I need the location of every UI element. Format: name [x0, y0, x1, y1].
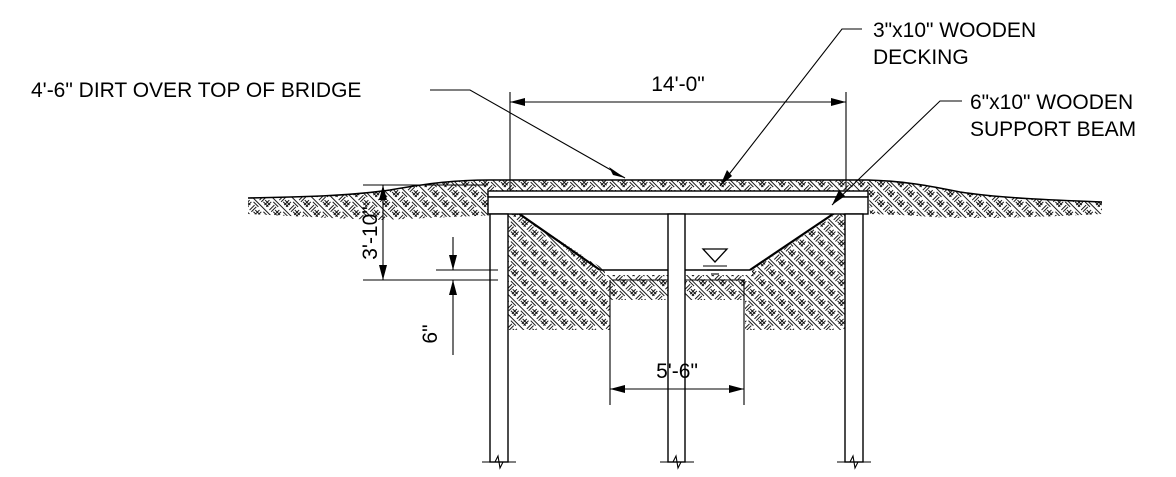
- break-line-right: [837, 454, 871, 470]
- dirt-cover-label: 4'-6" DIRT OVER TOP OF BRIDGE: [31, 79, 361, 102]
- ground-surface: [247, 179, 1103, 203]
- beam-label-line1: 6"x10" WOODEN: [970, 91, 1133, 114]
- decking: [487, 190, 869, 198]
- water-arrow-top: [449, 255, 457, 270]
- water-depth-dimension: 6": [419, 324, 442, 343]
- ground-left: [248, 180, 500, 220]
- decking-label-line1: 3"x10" WOODEN: [873, 19, 1036, 42]
- span-dimension: 14'-0": [651, 73, 705, 96]
- break-line-left: [482, 454, 516, 470]
- post-right: [844, 213, 864, 463]
- bottom-arrow-left: [610, 385, 625, 393]
- decking-leader: [719, 28, 862, 187]
- depth-arrow-top: [379, 185, 387, 200]
- break-line-center: [660, 454, 694, 470]
- depth-dimension: 3'-10": [359, 206, 382, 260]
- channel-slope-left: [507, 205, 601, 271]
- decking-arrow: [720, 170, 732, 186]
- water-level-icon: [701, 248, 729, 263]
- post-center: [667, 213, 686, 463]
- channel-slope-right: [749, 205, 846, 271]
- support-beam: [487, 196, 869, 215]
- beam-label-line2: SUPPORT BEAM: [970, 118, 1136, 141]
- depth-arrow-bottom: [379, 265, 387, 280]
- dirt-cover-leader: [430, 89, 626, 179]
- bottom-arrow-right: [729, 385, 744, 393]
- beam-leader: [831, 100, 962, 206]
- dirt-cover: [488, 180, 870, 191]
- bottom-width-dimension: 5'-6": [656, 360, 698, 383]
- span-arrow-right: [831, 98, 846, 106]
- ground-right: [868, 180, 1102, 218]
- post-left: [489, 213, 509, 463]
- span-arrow-left: [510, 98, 525, 106]
- beam-arrow: [832, 190, 845, 205]
- dirt-cover-arrow: [609, 167, 625, 178]
- water-arrow-bottom: [449, 280, 457, 295]
- decking-label-line2: DECKING: [873, 46, 969, 69]
